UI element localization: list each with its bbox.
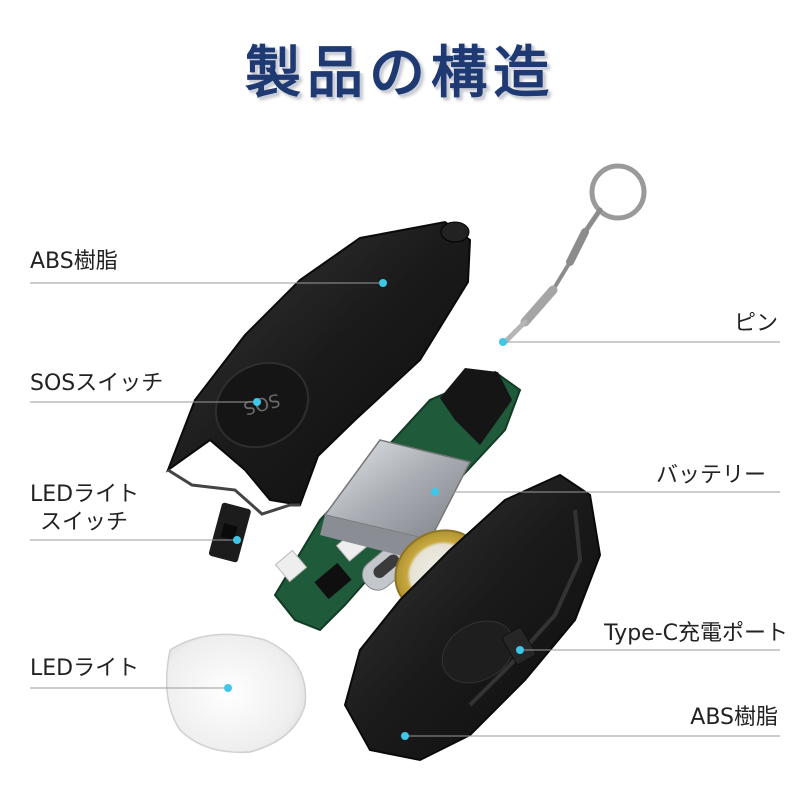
led-light-cap bbox=[165, 633, 307, 754]
leader-lines bbox=[30, 282, 780, 737]
callout-dots bbox=[224, 279, 524, 740]
dot-led-switch bbox=[233, 536, 241, 544]
dot-sos-switch bbox=[253, 398, 261, 406]
dot-abs-bottom bbox=[401, 732, 409, 740]
label-led-switch-line2: スイッチ bbox=[40, 510, 129, 535]
label-abs-top: ABS樹脂 bbox=[30, 249, 118, 274]
label-abs-bottom: ABS樹脂 bbox=[690, 705, 778, 730]
label-led-light: LEDライト bbox=[30, 656, 140, 681]
dot-typec-port bbox=[516, 646, 524, 654]
dot-abs-top bbox=[379, 279, 387, 287]
led-switch-tab bbox=[208, 502, 251, 563]
sos-button: SOS bbox=[214, 361, 310, 449]
label-battery: バッテリー bbox=[655, 463, 766, 488]
dot-battery bbox=[431, 488, 439, 496]
label-sos-switch: SOSスイッチ bbox=[30, 371, 164, 396]
label-led-switch-line1: LEDライト bbox=[30, 482, 140, 507]
label-typec-port: Type-C充電ポート bbox=[604, 621, 788, 646]
keychain-pin bbox=[502, 163, 647, 345]
dot-pin bbox=[499, 338, 507, 346]
label-pin: ピン bbox=[733, 311, 778, 336]
bottom-case-shell bbox=[343, 473, 602, 762]
page-title: 製品の構造 bbox=[245, 41, 555, 106]
dot-led-light bbox=[224, 684, 232, 692]
